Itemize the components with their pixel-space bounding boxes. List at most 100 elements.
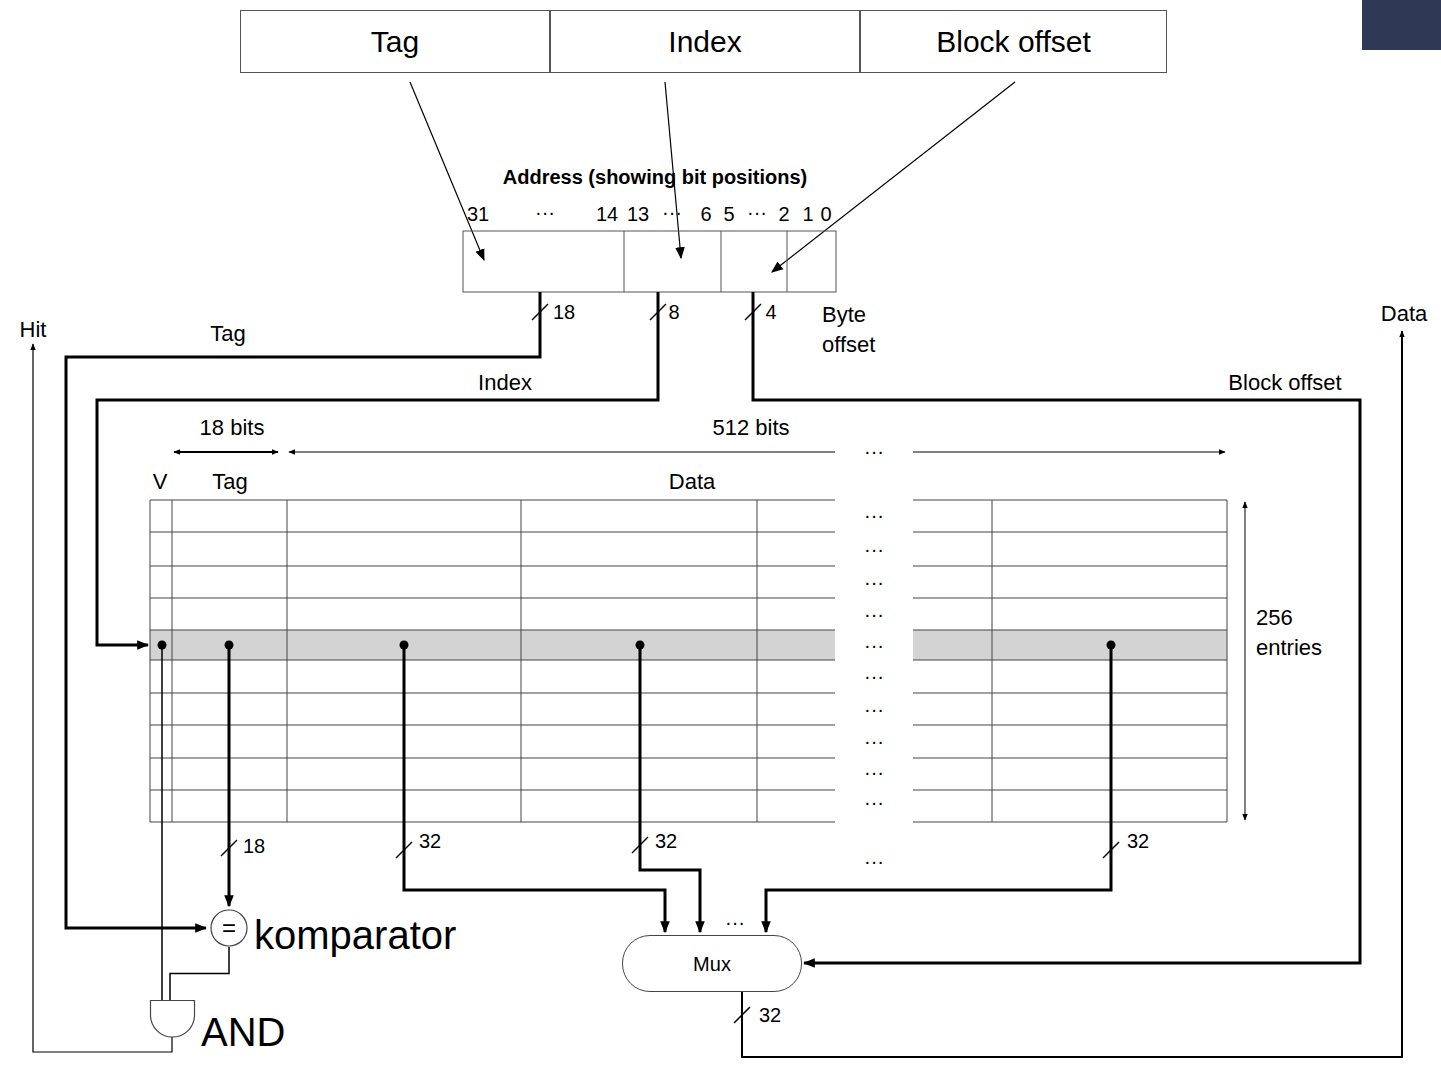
drawing-part <box>721 231 722 292</box>
mux-box: Mux <box>622 935 802 992</box>
drawing-part <box>400 641 409 650</box>
drawing-part <box>636 641 645 650</box>
drawing-part <box>66 292 540 928</box>
drawing-part <box>913 566 1227 567</box>
drawing-part <box>913 790 1227 791</box>
drawing-part <box>150 500 1227 822</box>
drawing-part <box>913 630 1227 631</box>
drawing-part <box>410 82 484 260</box>
diagram-label: V <box>153 470 168 494</box>
diagram-label: 1 <box>802 203 813 225</box>
diagram-label: ··· <box>864 791 884 813</box>
diagram-label: Data <box>669 470 715 494</box>
drawing-part <box>158 641 167 650</box>
drawing-part <box>150 532 835 533</box>
drawing-part <box>753 292 1360 963</box>
diagram-label: Tag <box>212 470 247 494</box>
drawing-part <box>150 598 835 599</box>
drawing-part <box>172 500 173 822</box>
drawing-part <box>913 822 1227 823</box>
node-text: Mux <box>693 954 731 974</box>
diagram-label: 4 <box>765 301 776 323</box>
drawing-part <box>1227 500 1228 822</box>
drawing-part <box>150 660 835 661</box>
diagram-label: ··· <box>864 698 884 720</box>
drawing-part <box>745 304 761 320</box>
drawing-part <box>150 758 835 759</box>
diagram-label: ··· <box>864 538 884 560</box>
drawing-part <box>913 452 1225 453</box>
field-box: Tag <box>240 10 550 73</box>
diagram-label: ··· <box>535 201 555 223</box>
drawing-part <box>650 304 666 320</box>
diagram-label: 32 <box>759 1004 781 1026</box>
node-text: Block offset <box>936 27 1091 57</box>
drawing-part <box>913 725 1227 726</box>
node-text: Index <box>668 27 741 57</box>
drawing-part <box>396 842 412 858</box>
drawing-part <box>992 500 993 822</box>
comparator-circle <box>211 910 247 946</box>
signal-wire <box>170 947 229 1000</box>
diagram-label: 512 bits <box>712 416 789 440</box>
diagram-label: Data <box>1381 302 1427 326</box>
drawing-part <box>624 231 625 292</box>
drawing-part <box>521 500 522 822</box>
drawing-part <box>221 840 237 856</box>
drawing-part <box>1245 502 1246 820</box>
and-gate: AND <box>150 1000 195 1038</box>
drawing-part <box>150 790 835 791</box>
drawing-part <box>913 598 1227 599</box>
node-text: AND <box>201 1012 285 1052</box>
drawing-part <box>174 451 278 453</box>
drawing-part <box>787 231 788 292</box>
drawing-part <box>150 630 835 660</box>
node-text: Tag <box>371 27 419 57</box>
drawing-part <box>1103 842 1119 858</box>
diagram-label: 18 bits <box>200 416 265 440</box>
drawing-part <box>913 660 1227 661</box>
drawing-part <box>225 641 234 650</box>
diagram-label: Block offset <box>1228 371 1341 395</box>
drawing-part <box>150 566 835 567</box>
diagram-label: ··· <box>725 911 745 933</box>
drawing-part <box>161 645 163 1000</box>
diagram-label: Index <box>478 371 532 395</box>
drawing-part <box>766 645 1111 932</box>
drawing-part <box>289 452 835 453</box>
diagram-label: ··· <box>864 504 884 526</box>
diagram-label: 14 <box>596 203 618 225</box>
diagram-label: 0 <box>820 203 831 225</box>
drawing-part <box>532 304 548 320</box>
diagram-label: Hit <box>20 318 47 342</box>
diagram-label: ··· <box>864 761 884 783</box>
drawing-part <box>734 1007 750 1023</box>
diagram-label: 18 <box>243 835 265 857</box>
diagram-label: Address (showing bit positions) <box>503 166 807 188</box>
drawing-part <box>150 693 835 694</box>
diagram-label: ··· <box>864 634 884 656</box>
diagram-label: ··· <box>864 603 884 625</box>
drawing-part <box>913 693 1227 694</box>
drawing-part <box>404 645 665 932</box>
diagram-label: 2 <box>778 203 789 225</box>
diagram-label: 13 <box>627 203 649 225</box>
drawing-part <box>772 82 1015 272</box>
drawing-part <box>150 500 835 501</box>
diagram-label: Tag <box>210 322 245 346</box>
diagram-label: ··· <box>864 665 884 687</box>
diagram-label: ··· <box>662 201 682 223</box>
drawing-part <box>913 500 1227 501</box>
drawing-part <box>150 822 835 823</box>
drawing-part <box>1362 0 1441 50</box>
field-box: Index <box>550 10 860 73</box>
node-caption: komparator <box>254 915 456 955</box>
drawing-part <box>1107 641 1116 650</box>
drawing-part <box>287 500 288 822</box>
diagram-label: 32 <box>419 830 441 852</box>
diagram-label: 32 <box>655 830 677 852</box>
drawing-part <box>913 630 1227 660</box>
drawing-part <box>228 645 231 906</box>
diagram-label: 256 entries <box>1256 603 1351 662</box>
